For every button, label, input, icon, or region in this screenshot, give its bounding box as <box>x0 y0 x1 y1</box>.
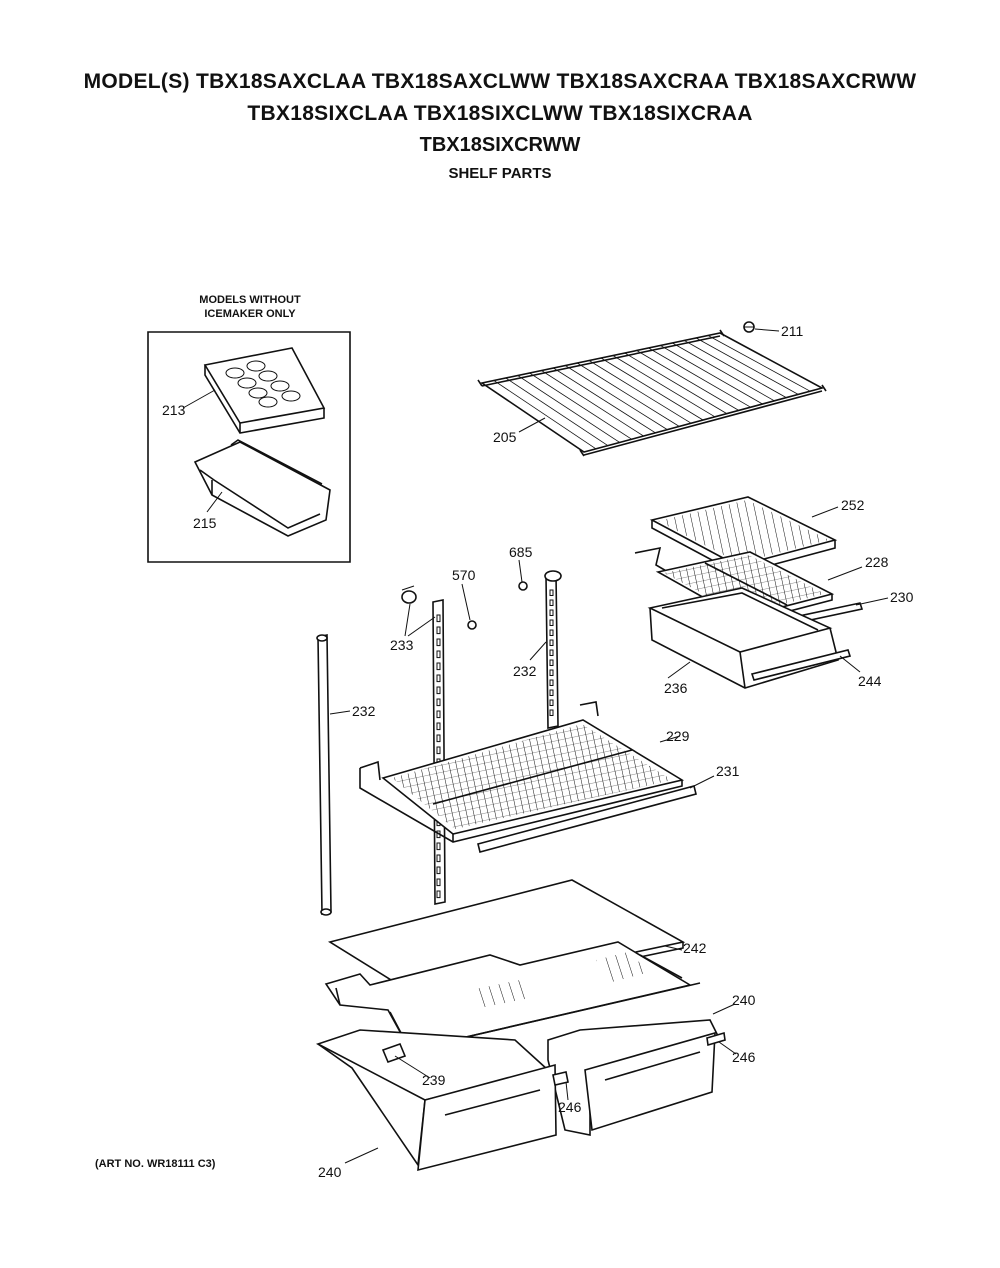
leader-231 <box>689 775 715 789</box>
callout-233: 233 <box>390 637 414 653</box>
callout-239: 239 <box>422 1072 446 1088</box>
leader-236 <box>667 661 691 679</box>
crisper-drawer-right <box>547 1019 726 1136</box>
callout-232-left: 232 <box>352 703 376 719</box>
leader-233b <box>407 616 436 637</box>
meat-pan-236 <box>647 587 852 689</box>
leader-244 <box>839 655 861 673</box>
callout-213: 213 <box>162 402 186 418</box>
callout-205: 205 <box>493 429 517 445</box>
ice-bin <box>193 439 331 537</box>
leader-242 <box>664 945 683 951</box>
callout-230: 230 <box>890 589 914 605</box>
leader-213 <box>182 389 216 409</box>
shelf-trim-231 <box>477 785 697 853</box>
diagram-subtitle: SHELF PARTS <box>448 165 552 182</box>
model-list-line-1: MODEL(S) TBX18SAXCLAA TBX18SAXCLWW TBX18… <box>83 70 917 93</box>
callout-229: 229 <box>666 728 690 744</box>
callout-211: 211 <box>781 323 804 339</box>
callout-228: 228 <box>865 554 889 570</box>
shelf-support-232-left <box>316 634 332 916</box>
leader-246-right <box>718 1041 737 1055</box>
leader-233a <box>404 603 411 637</box>
inset-note-line-2: ICEMAKER ONLY <box>204 308 296 320</box>
shelf-support-232-right <box>544 570 562 729</box>
shelf-support-233 <box>401 585 446 905</box>
leader-215 <box>206 491 223 513</box>
leader-230 <box>855 597 889 606</box>
leader-205 <box>518 417 546 433</box>
crisper-drawer-left <box>315 1029 569 1172</box>
wire-shelf-205 <box>477 329 827 457</box>
callout-242: 242 <box>683 940 707 956</box>
screw-685 <box>518 559 528 591</box>
crisper-cover-252 <box>649 496 838 575</box>
leader-228 <box>827 566 863 581</box>
leader-232-left <box>329 710 351 715</box>
leader-240-left <box>344 1147 379 1164</box>
crisper-cover-242 <box>324 879 701 1051</box>
callout-570: 570 <box>452 567 476 583</box>
leader-232-right <box>529 641 547 661</box>
callout-252: 252 <box>841 497 865 513</box>
leader-240-right <box>712 1003 736 1015</box>
callout-685: 685 <box>509 544 533 560</box>
callout-246-right: 246 <box>732 1049 756 1065</box>
icemaker-inset: MODELS WITHOUT ICEMAKER ONLY 213 <box>147 294 351 563</box>
screw-211 <box>743 321 780 333</box>
screw-570 <box>461 583 477 630</box>
model-list-line-2: TBX18SIXCLAA TBX18SIXCLWW TBX18SIXCRAA <box>247 102 753 125</box>
leader-246-left <box>565 1081 569 1101</box>
inset-note-line-1: MODELS WITHOUT <box>199 294 301 306</box>
callout-236: 236 <box>664 680 688 696</box>
art-number: (ART NO. WR18111 C3) <box>95 1158 216 1170</box>
ice-tray <box>203 347 326 434</box>
model-list-line-3: TBX18SIXCRWW <box>419 134 581 156</box>
callout-231: 231 <box>716 763 740 779</box>
leader-229 <box>659 735 681 743</box>
callout-232-right: 232 <box>513 663 537 679</box>
callout-246-left: 246 <box>558 1099 582 1115</box>
glass-shelf-229 <box>359 701 685 843</box>
leader-252 <box>811 506 839 518</box>
callout-244: 244 <box>858 673 882 689</box>
inset-frame <box>147 331 351 563</box>
callout-240-left: 240 <box>318 1164 342 1180</box>
callout-240-right: 240 <box>732 992 756 1008</box>
callout-215: 215 <box>193 515 217 531</box>
leader-239 <box>394 1055 431 1079</box>
